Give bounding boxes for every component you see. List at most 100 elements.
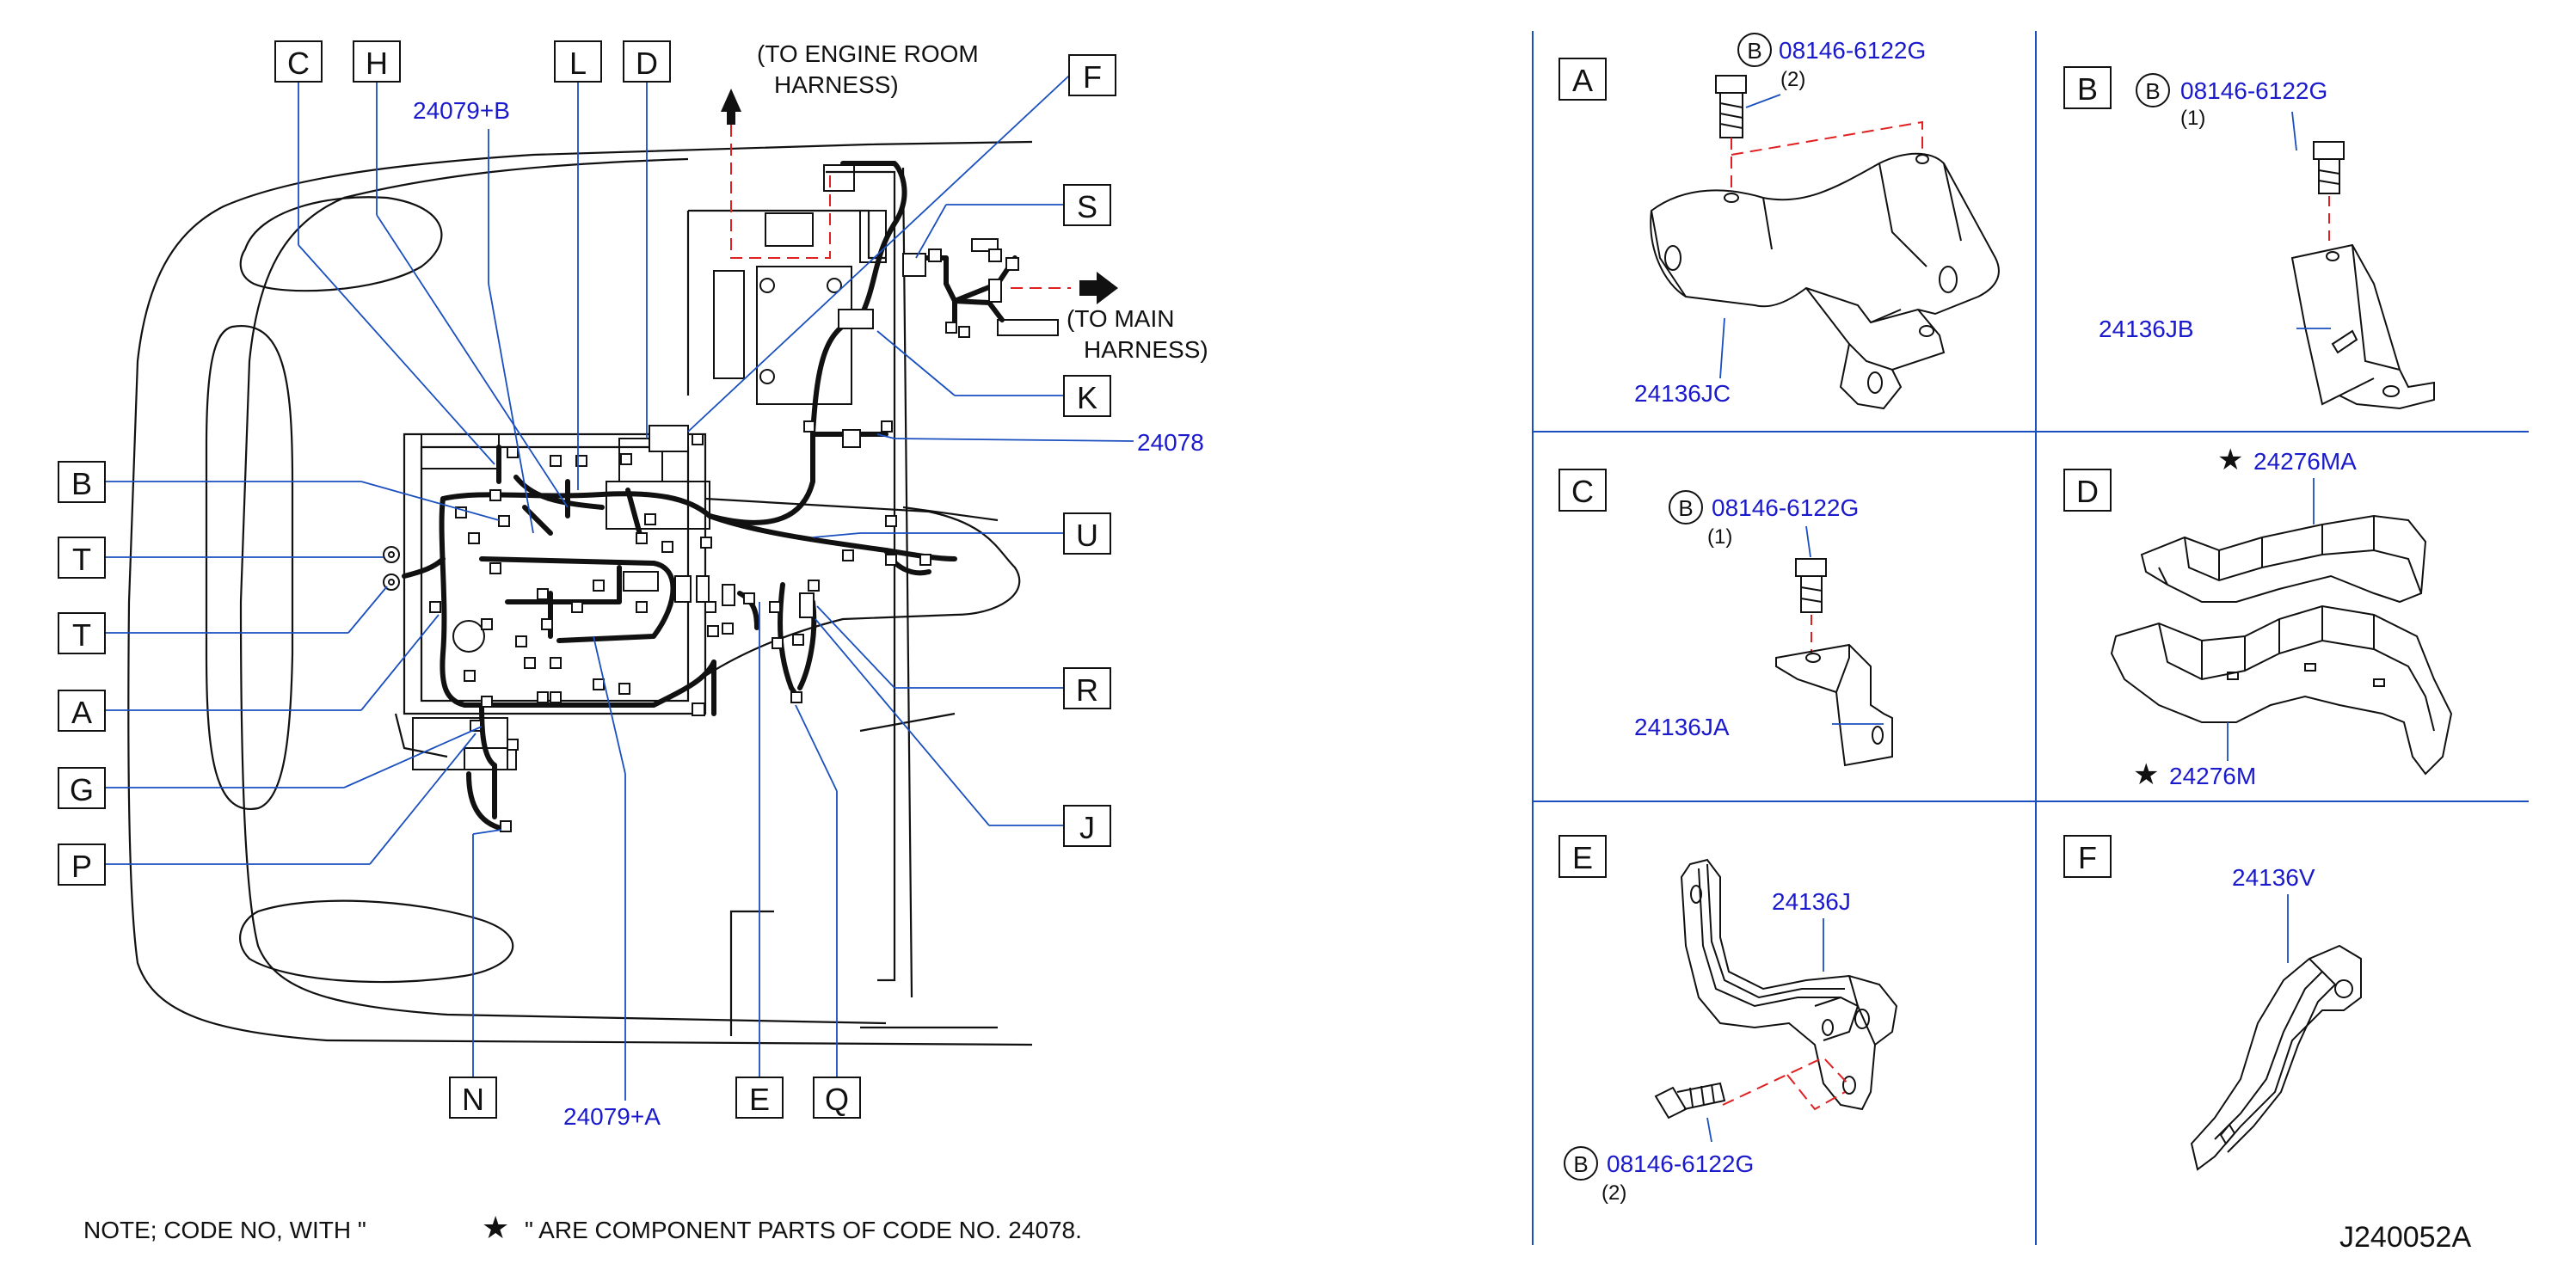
to-main-harness-label-2: HARNESS) <box>1084 336 1208 363</box>
callout-k[interactable]: K <box>1063 375 1111 417</box>
svg-text:(2): (2) <box>1780 68 1805 91</box>
detail-d-part-upper[interactable]: 24276MA <box>2253 448 2357 475</box>
detail-f: F 24136V <box>2063 835 2362 1171</box>
svg-text:T: T <box>72 617 91 653</box>
svg-text:B: B <box>1573 1151 1588 1177</box>
callout-u[interactable]: U <box>1063 512 1111 555</box>
svg-text:H: H <box>366 46 388 81</box>
svg-text:C: C <box>287 46 310 81</box>
svg-text:A: A <box>1572 63 1593 98</box>
note-text-before: NOTE; CODE NO, WITH " <box>83 1217 366 1243</box>
bracket-24136jb <box>2290 243 2435 410</box>
svg-text:T: T <box>72 542 91 577</box>
svg-text:Q: Q <box>825 1082 849 1117</box>
direction-dashes <box>730 125 1071 289</box>
callout-q[interactable]: Q <box>813 1077 861 1119</box>
bracket-24276m <box>2110 604 2453 776</box>
detail-a-bolt-part[interactable]: 08146-6122G <box>1779 37 1926 64</box>
svg-text:B: B <box>71 466 92 501</box>
callout-b[interactable]: B <box>58 461 106 503</box>
detail-d-letter[interactable]: D <box>2063 469 2112 512</box>
note-text-after: " ARE COMPONENT PARTS OF CODE NO. 24078. <box>525 1217 1082 1243</box>
detail-c: C B 08146-6122G (1) 24136JA <box>1559 469 1893 767</box>
svg-text:D: D <box>2076 474 2099 509</box>
detail-e-letter[interactable]: E <box>1559 835 1607 878</box>
svg-text:A: A <box>71 695 92 730</box>
bracket-24136jc <box>1650 152 2000 410</box>
callout-s[interactable]: S <box>1063 184 1111 226</box>
svg-text:L: L <box>569 46 587 81</box>
svg-text:C: C <box>1571 474 1594 509</box>
detail-e-bolt-part[interactable]: 08146-6122G <box>1607 1150 1754 1177</box>
to-main-harness-label: (TO MAIN <box>1067 305 1174 332</box>
callout-l[interactable]: L <box>554 40 602 83</box>
callout-n[interactable]: N <box>449 1077 497 1119</box>
callout-d[interactable]: D <box>623 40 671 83</box>
star-icon: ★ <box>2133 758 2159 791</box>
vehicle-outline <box>127 140 1033 1046</box>
callout-p[interactable]: P <box>58 844 106 886</box>
callout-j[interactable]: J <box>1063 805 1111 847</box>
callout-g[interactable]: G <box>58 767 106 809</box>
svg-text:P: P <box>71 849 92 884</box>
callout-e[interactable]: E <box>735 1077 784 1119</box>
svg-text:N: N <box>462 1082 484 1117</box>
svg-text:(2): (2) <box>1602 1181 1626 1205</box>
callout-t-upper[interactable]: T <box>58 537 106 579</box>
to-engine-room-label: (TO ENGINE ROOM <box>757 40 979 67</box>
part-24078[interactable]: 24078 <box>1137 429 1204 456</box>
direction-arrows <box>721 89 1118 304</box>
leader-lines <box>105 75 1134 1101</box>
svg-text:D: D <box>636 46 658 81</box>
svg-text:E: E <box>1572 840 1593 875</box>
detail-c-part[interactable]: 24136JA <box>1634 714 1730 740</box>
callout-a[interactable]: A <box>58 690 106 732</box>
detail-grid <box>1532 31 2529 1245</box>
callout-f[interactable]: F <box>1068 54 1116 96</box>
detail-f-part[interactable]: 24136V <box>2232 864 2315 891</box>
detail-b-letter[interactable]: B <box>2063 66 2112 109</box>
bolt-icon <box>2313 141 2345 194</box>
bracket-24276ma <box>2140 514 2427 604</box>
detail-f-letter[interactable]: F <box>2063 835 2112 878</box>
svg-text:B: B <box>1747 38 1761 64</box>
bolt-icon <box>1654 1082 1726 1120</box>
callout-c[interactable]: C <box>274 40 323 83</box>
bracket-24136ja <box>1775 643 1893 767</box>
callout-t-lower[interactable]: T <box>58 612 106 654</box>
detail-b: B B 08146-6122G (1) 24136JB <box>2063 66 2435 410</box>
detail-c-bolt-part[interactable]: 08146-6122G <box>1712 494 1859 521</box>
main-callouts: C H L D F S K B T T A G P U R J N E Q <box>58 40 1116 1119</box>
part-24079a[interactable]: 24079+A <box>563 1103 661 1130</box>
arrow-up-icon <box>721 89 741 125</box>
main-view-labels: (TO ENGINE ROOM HARNESS) (TO MAIN HARNES… <box>413 40 1208 1130</box>
svg-text:F: F <box>1083 59 1102 95</box>
detail-d-part-lower[interactable]: 24276M <box>2169 763 2256 789</box>
ground-terminals <box>383 546 400 591</box>
detail-a-letter[interactable]: A <box>1559 58 1607 101</box>
svg-text:B: B <box>2145 78 2160 104</box>
detail-a: A B 08146-6122G (2) <box>1559 33 2000 410</box>
to-engine-room-label-2: HARNESS) <box>774 71 899 98</box>
connectors <box>429 238 1019 832</box>
arrow-right-icon <box>1079 272 1118 304</box>
callout-h[interactable]: H <box>353 40 401 83</box>
svg-text:S: S <box>1077 189 1097 224</box>
detail-b-bolt-part[interactable]: 08146-6122G <box>2180 77 2327 104</box>
star-icon: ★ <box>2217 444 2243 476</box>
svg-text:F: F <box>2078 840 2097 875</box>
part-24079b[interactable]: 24079+B <box>413 97 510 124</box>
callout-r[interactable]: R <box>1063 667 1111 709</box>
svg-text:E: E <box>749 1082 770 1117</box>
detail-b-part[interactable]: 24136JB <box>2099 316 2194 342</box>
detail-e-part[interactable]: 24136J <box>1772 888 1851 915</box>
bolt-icon <box>1795 558 1827 613</box>
svg-text:G: G <box>70 772 94 807</box>
detail-a-part[interactable]: 24136JC <box>1634 380 1731 407</box>
detail-c-letter[interactable]: C <box>1559 469 1607 512</box>
svg-text:J: J <box>1079 810 1095 845</box>
svg-text:(1): (1) <box>2180 107 2205 130</box>
detail-d: D ★ 24276MA ★ 24276M <box>2063 444 2453 791</box>
bolt-icon <box>1715 75 1747 138</box>
